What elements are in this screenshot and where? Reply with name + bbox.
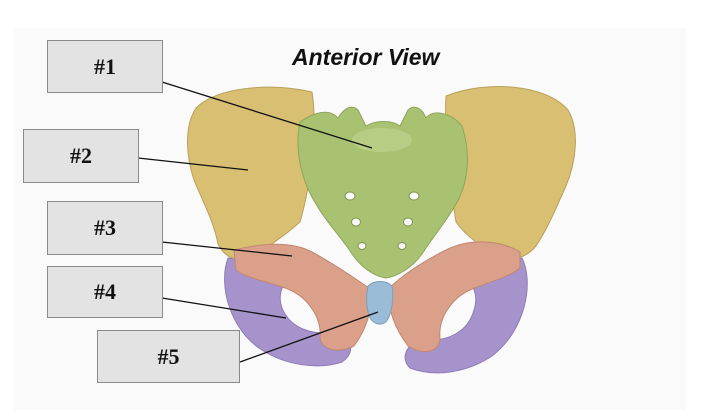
leader-line-3: [161, 241, 293, 257]
right-pubis: [387, 241, 521, 353]
label-box-3[interactable]: #3: [47, 201, 163, 255]
sacral-promontory: [352, 128, 412, 152]
sacral-foramina: [344, 191, 420, 250]
diagram-title: Anterior View: [292, 44, 440, 70]
label-box-2[interactable]: #2: [23, 129, 139, 183]
leader-line-5: [239, 311, 379, 363]
label-box-4[interactable]: #4: [47, 266, 163, 318]
sacrum: [297, 106, 468, 279]
left-ischium: [224, 257, 351, 367]
leader-line-2: [137, 157, 249, 171]
pubic-symphysis: [366, 281, 394, 325]
label-box-5[interactable]: #5: [97, 330, 240, 383]
left-pubis: [233, 243, 373, 351]
label-box-1[interactable]: #1: [47, 40, 163, 93]
right-ilium: [445, 86, 576, 260]
leader-line-1: [161, 81, 373, 149]
leader-lines: [137, 81, 379, 363]
leader-line-4: [161, 297, 287, 319]
